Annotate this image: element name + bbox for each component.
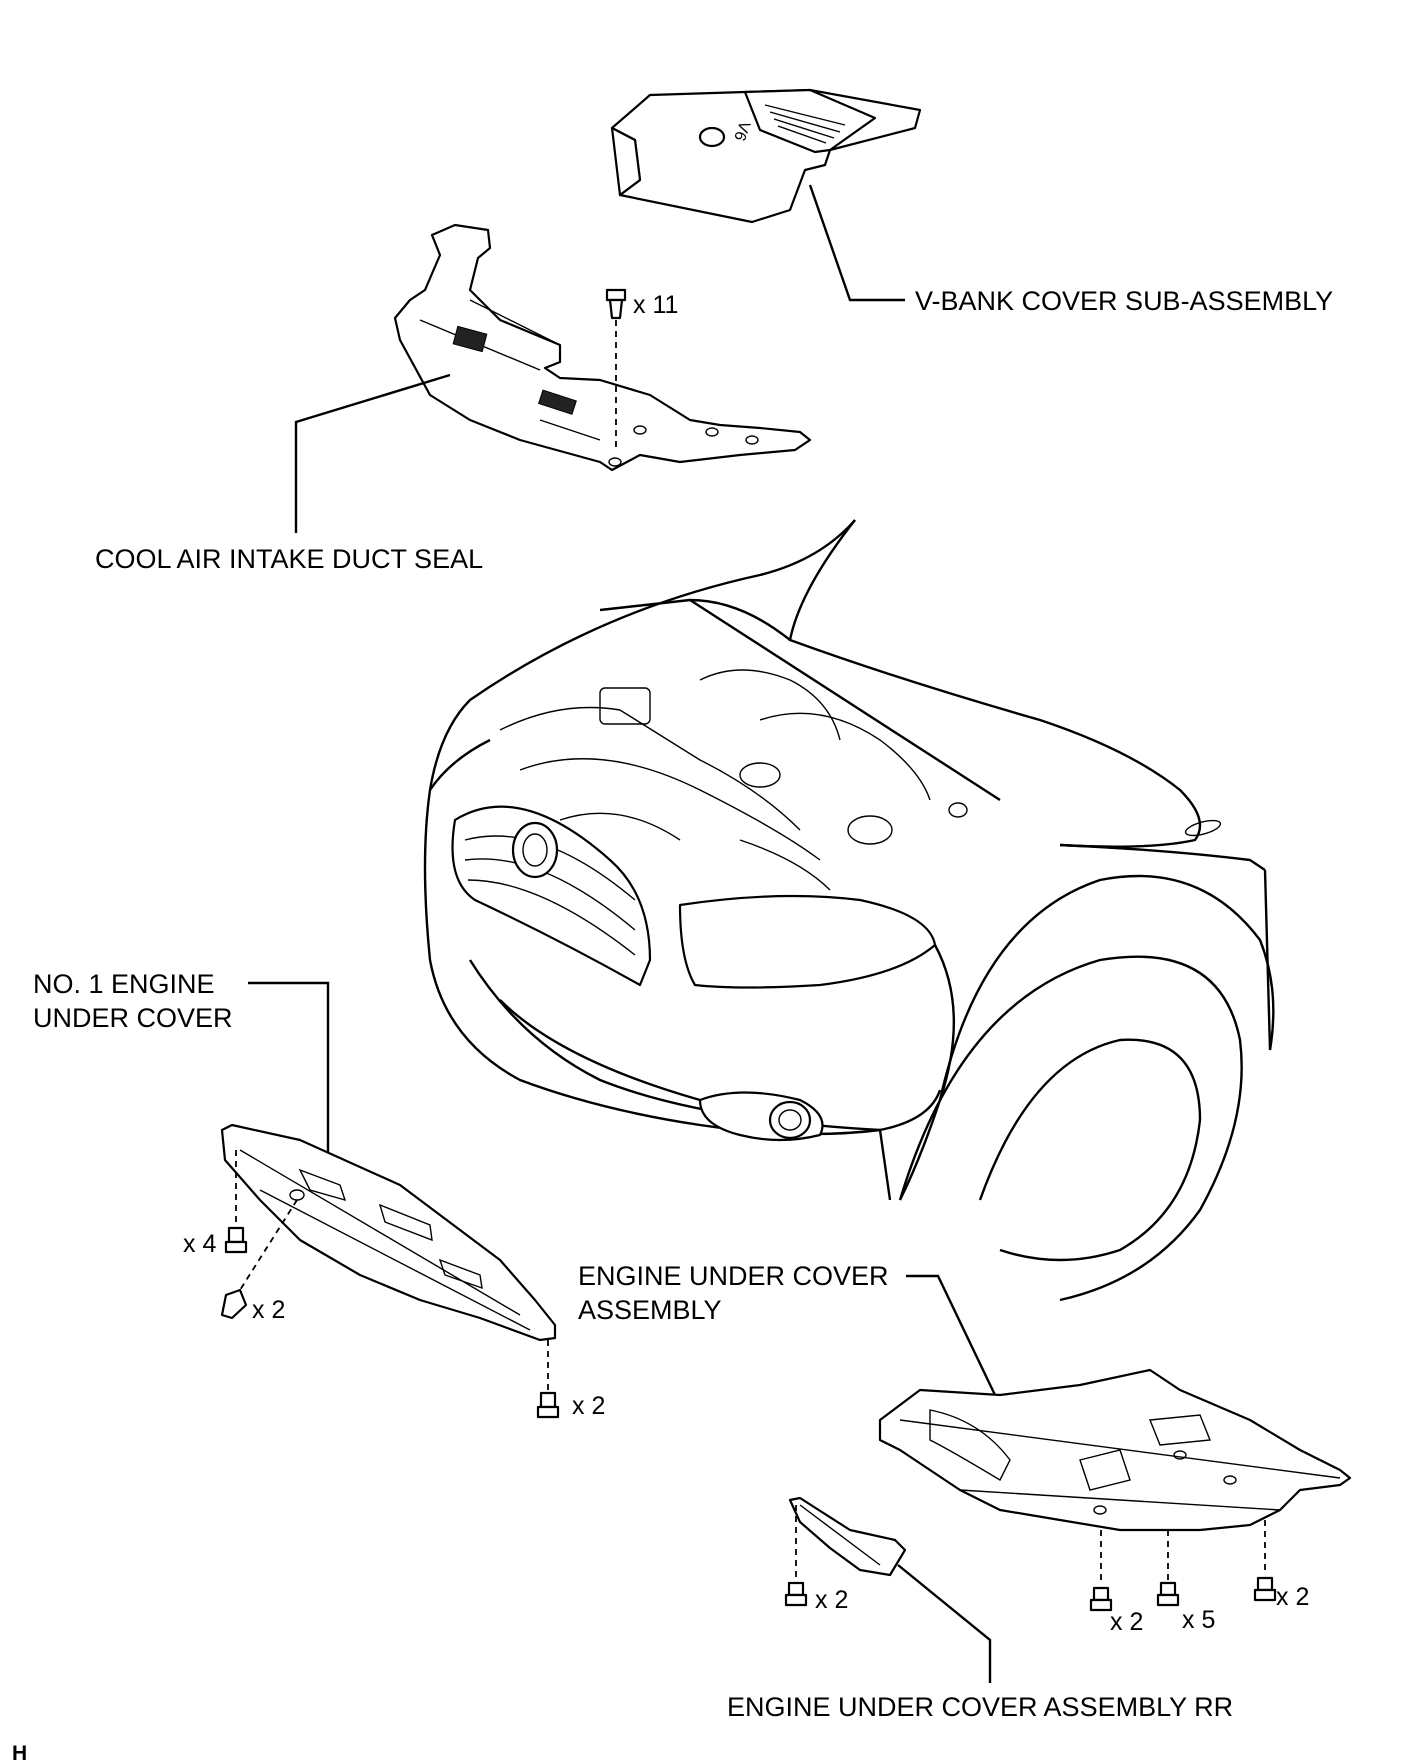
no1-engine-under-cover-label-line1: NO. 1 ENGINE — [33, 969, 215, 999]
engine-under-cover-rr-bolt-quantity: x 2 — [815, 1586, 848, 1614]
vehicle-front-illustration — [423, 519, 1275, 1302]
cool-air-intake-label: COOL AIR INTAKE DUCT SEAL — [95, 544, 483, 574]
engine-under-cover-rr-label: ENGINE UNDER COVER ASSEMBLY RR — [727, 1692, 1233, 1722]
v-bank-cover-leader — [808, 184, 905, 302]
bolt-icon — [1156, 1581, 1180, 1607]
engine-under-cover-assembly-part — [878, 1368, 1352, 1532]
seal-clip-quantity: x 11 — [633, 291, 678, 319]
cool-air-intake-duct-seal-part — [393, 223, 812, 472]
v-bank-cover-part: V6 — [610, 88, 922, 224]
v-bank-cover-label: V-BANK COVER SUB-ASSEMBLY — [915, 286, 1333, 316]
bolt-icon — [224, 1226, 248, 1254]
cool-air-intake-leader — [294, 373, 451, 533]
engine-under-cover-label-line1: ENGINE UNDER COVER — [578, 1261, 889, 1291]
no1-bolt-quantity-right: x 2 — [572, 1392, 605, 1420]
v6-badge: V6 — [730, 119, 753, 143]
engine-under-cover-bolt-quantity-a: x 2 — [1110, 1608, 1143, 1636]
engine-under-cover-label-line2: ASSEMBLY — [578, 1295, 722, 1325]
engine-under-cover-rr-leader — [897, 1564, 992, 1683]
no1-engine-under-cover-label-line2: UNDER COVER — [33, 1003, 233, 1033]
clip-icon — [605, 288, 627, 320]
bolt-icon — [536, 1391, 560, 1419]
bolt-icon — [784, 1581, 808, 1607]
corner-mark: H — [12, 1742, 27, 1763]
no1-bolt-quantity-left: x 4 — [183, 1230, 216, 1258]
bolt-icon — [1089, 1586, 1113, 1612]
no1-engine-under-cover-part — [220, 1123, 557, 1342]
screw-icon — [220, 1288, 248, 1320]
bolt-icon — [1253, 1576, 1277, 1602]
engine-under-cover-rr-part — [788, 1496, 907, 1577]
engine-under-cover-leader — [906, 1274, 997, 1396]
no1-screw-quantity: x 2 — [252, 1296, 285, 1324]
no1-engine-under-cover-leader — [248, 981, 330, 1165]
engine-under-cover-bolt-quantity-b: x 5 — [1182, 1606, 1215, 1634]
engine-under-cover-bolt-quantity-c: x 2 — [1276, 1583, 1309, 1611]
